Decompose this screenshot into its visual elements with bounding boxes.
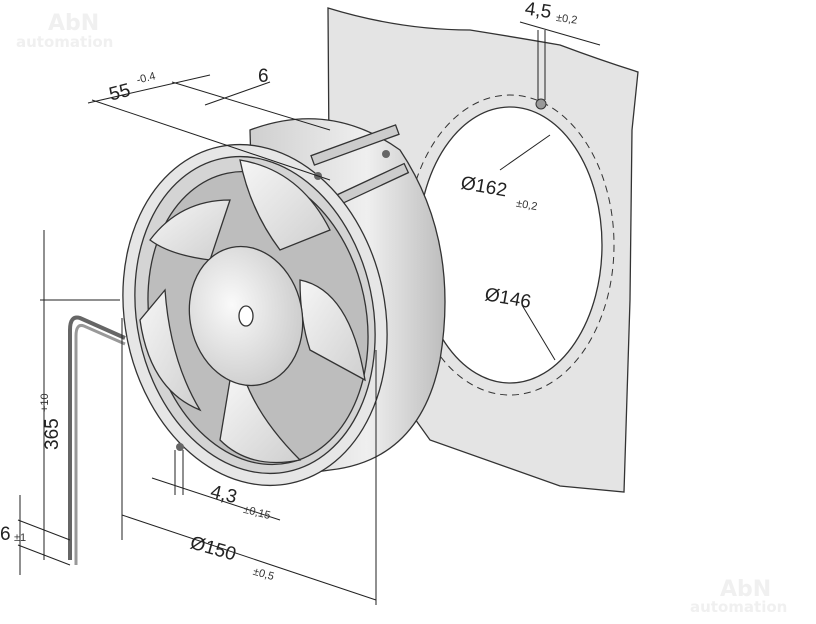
fan — [122, 118, 446, 487]
mount-hole — [382, 150, 390, 158]
blade — [149, 199, 231, 261]
plate-cutout — [417, 106, 603, 384]
dim-value: 365 — [42, 418, 63, 450]
watermark-top-left: AbN automation — [16, 11, 113, 51]
watermark-bottom-right: AbN automation — [690, 577, 787, 616]
dim-tol: ±0,2 — [515, 198, 538, 214]
dim-value: 55 — [107, 80, 133, 105]
dimension-lines — [17, 21, 601, 605]
hub-center — [238, 305, 254, 327]
watermark-sub: automation — [690, 598, 787, 616]
dim-tol: +10 — [39, 393, 51, 412]
dim-tol: ±1 — [14, 532, 26, 544]
cables — [68, 315, 126, 565]
dim-value: 4,3 — [208, 481, 239, 508]
watermark-brand: AbN — [720, 577, 771, 602]
blade — [139, 288, 202, 412]
dim-value: 4,5 — [524, 0, 553, 23]
dim-diameter: Ø150 ±0,5 — [188, 533, 276, 584]
dim-strip-length: 6 ±1 — [0, 524, 26, 545]
dim-tol: ±0,5 — [252, 566, 276, 583]
watermark-brand: AbN — [48, 11, 99, 36]
blade — [219, 379, 302, 464]
mount-hole — [176, 443, 184, 451]
plate-hole — [535, 98, 547, 110]
dim-flange: 6 — [258, 66, 269, 87]
dim-value: 6 — [0, 524, 11, 545]
dim-cable-length: 365 +10 — [39, 393, 63, 450]
dim-hole-top: 4,5 ±0,2 — [524, 0, 578, 27]
dim-tol: ±0,15 — [242, 504, 272, 522]
dim-tol: ±0,2 — [555, 12, 578, 27]
dim-hole-bottom: 4,3 ±0,15 — [208, 481, 272, 522]
dim-tol: -0.4 — [135, 70, 156, 86]
dim-value: Ø150 — [188, 533, 238, 566]
watermark-sub: automation — [16, 33, 113, 51]
blade — [239, 159, 331, 251]
dim-depth: 55 -0.4 — [107, 70, 157, 105]
